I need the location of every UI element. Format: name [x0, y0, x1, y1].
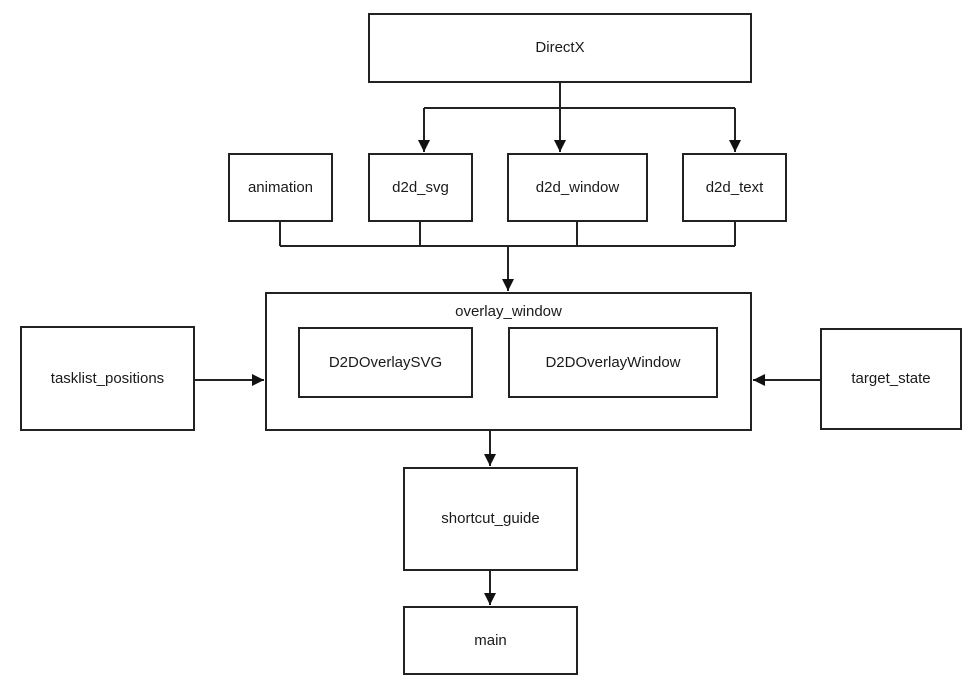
node-d2d-svg: d2d_svg	[368, 153, 473, 222]
node-animation: animation	[228, 153, 333, 222]
node-d2doverlaywindow-label: D2DOverlayWindow	[545, 353, 681, 371]
node-main: main	[403, 606, 578, 675]
node-d2d-text: d2d_text	[682, 153, 787, 222]
node-tasklist-positions-label: tasklist_positions	[50, 369, 165, 387]
node-directx: DirectX	[368, 13, 752, 83]
node-target-state-label: target_state	[851, 370, 931, 387]
node-main-label: main	[474, 631, 507, 649]
node-shortcut-guide-label: shortcut_guide	[441, 510, 540, 527]
node-d2doverlaywindow: D2DOverlayWindow	[508, 327, 718, 398]
node-overlay-window-label: overlay_window	[455, 303, 562, 320]
node-shortcut-guide: shortcut_guide	[403, 467, 578, 571]
node-animation-label: animation	[247, 178, 314, 196]
node-directx-label: DirectX	[535, 39, 585, 56]
node-d2doverlaysvg-label: D2DOverlaySVG	[328, 353, 443, 371]
node-d2d-window-label: d2d_window	[535, 178, 620, 196]
node-d2d-text-label: d2d_text	[705, 178, 764, 196]
node-d2doverlaysvg: D2DOverlaySVG	[298, 327, 473, 398]
node-target-state: target_state	[820, 328, 962, 430]
node-d2d-window: d2d_window	[507, 153, 648, 222]
node-tasklist-positions: tasklist_positions	[20, 326, 195, 431]
node-d2d-svg-label: d2d_svg	[392, 178, 449, 196]
